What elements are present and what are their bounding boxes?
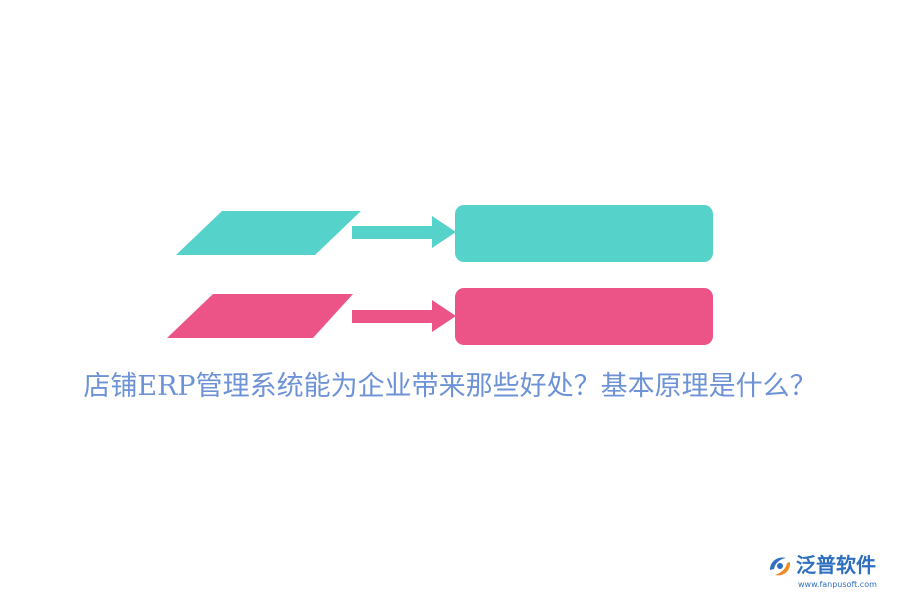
pink-parallelogram — [167, 294, 353, 338]
pink-arrow — [352, 300, 456, 332]
logo-url: www.fanpusoft.com — [798, 580, 877, 589]
teal-rounded-box — [455, 205, 713, 262]
pink-rounded-box — [455, 288, 713, 345]
teal-arrow — [352, 216, 456, 248]
logo-name: 泛普软件 — [796, 553, 876, 577]
headline-title: 店铺ERP管理系统能为企业带来那些好处？基本原理是什么？ — [83, 371, 817, 402]
brand-logo[interactable]: 泛普软件 www.fanpusoft.com — [766, 552, 890, 592]
fanpu-logo-icon — [770, 557, 791, 576]
teal-parallelogram — [176, 211, 361, 255]
